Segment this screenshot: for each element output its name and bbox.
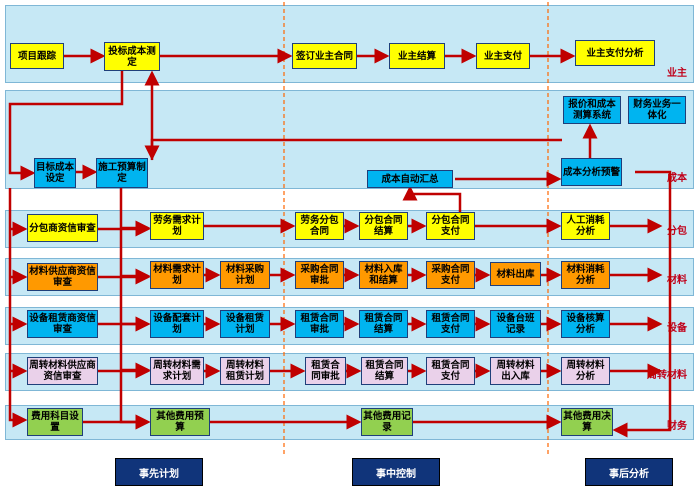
node-target-cost[interactable]: 目标成本设定 <box>34 158 76 188</box>
arrow-exec-to-summary <box>402 185 462 212</box>
node-construction-budget[interactable]: 施工预算制定 <box>96 158 148 188</box>
node-sub-settlement[interactable]: 分包合同结算 <box>359 212 408 240</box>
node-turn-demand[interactable]: 周转材料需求计划 <box>150 357 204 385</box>
node-mat-demand[interactable]: 材料需求计划 <box>150 261 204 289</box>
node-cost-warning[interactable]: 成本分析预警 <box>561 158 622 186</box>
lane-label-subcontract: 分包 <box>667 226 687 237</box>
node-turn-lease-payment[interactable]: 租赁合同支付 <box>426 357 475 385</box>
lane-label-equipment: 设备 <box>667 323 687 334</box>
node-mat-outbound[interactable]: 材料出库 <box>490 262 541 286</box>
node-eq-allocation[interactable]: 设备配套计划 <box>150 310 204 338</box>
node-eq-accounting[interactable]: 设备核算分析 <box>561 310 610 338</box>
node-auto-summary[interactable]: 成本自动汇总 <box>367 170 453 188</box>
node-eq-qualification[interactable]: 设备租赁商资信审查 <box>27 310 98 338</box>
node-exp-other-final[interactable]: 其他费用决算 <box>561 408 613 436</box>
node-sub-qualification[interactable]: 分包商资信审查 <box>27 214 98 242</box>
node-turn-outbound[interactable]: 周转材料出入库 <box>490 357 541 385</box>
node-owner-settlement[interactable]: 业主结算 <box>389 43 445 69</box>
node-owner-payment[interactable]: 业主支付 <box>476 43 530 69</box>
node-turn-lease-settlement[interactable]: 租赁合同结算 <box>361 357 408 385</box>
node-mat-consumption[interactable]: 材料消耗分析 <box>561 261 610 289</box>
node-eq-shift-record[interactable]: 设备台班记录 <box>490 310 541 338</box>
phase-pre-plan: 事先计划 <box>115 458 203 486</box>
node-owner-payment-analysis[interactable]: 业主支付分析 <box>575 40 655 66</box>
node-mat-inbound[interactable]: 材料入库和结算 <box>359 261 408 289</box>
lane-label-owner: 业主 <box>667 68 687 79</box>
lane-label-turnover: 周转材料 <box>647 370 687 381</box>
node-labor-contract[interactable]: 劳务分包合同 <box>295 212 344 240</box>
node-eq-lease-approval[interactable]: 租赁合同审批 <box>295 310 344 338</box>
node-exp-subject-setup[interactable]: 费用科目设置 <box>27 408 83 436</box>
node-project-tracking[interactable]: 项目跟踪 <box>10 43 64 69</box>
node-sign-contract[interactable]: 签订业主合同 <box>292 43 357 69</box>
node-labor-plan[interactable]: 劳务需求计划 <box>150 212 204 240</box>
lane-label-cost: 成本 <box>667 173 687 184</box>
phase-in-control: 事中控制 <box>352 458 440 486</box>
lane-label-material: 材料 <box>667 275 687 286</box>
node-turn-lease-approval[interactable]: 租赁合同审批 <box>305 357 346 385</box>
lane-label-expense: 财务 <box>667 421 687 432</box>
node-eq-lease-settlement[interactable]: 租赁合同结算 <box>359 310 408 338</box>
node-bid-cost[interactable]: 投标成本测定 <box>104 42 160 71</box>
node-eq-lease-payment[interactable]: 租赁合同支付 <box>426 310 475 338</box>
node-mat-qualification[interactable]: 材料供应商资信审查 <box>27 263 98 291</box>
node-labor-analysis[interactable]: 人工消耗分析 <box>561 212 610 240</box>
node-turn-qualification[interactable]: 周转材料供应商资信审查 <box>27 357 98 385</box>
node-turn-lease-plan[interactable]: 周转材料租赁计划 <box>220 357 270 385</box>
node-exp-other-record[interactable]: 其他费用记录 <box>361 408 413 436</box>
node-mat-purchase-plan[interactable]: 材料采购计划 <box>220 261 270 289</box>
node-sub-payment[interactable]: 分包合同支付 <box>426 212 475 240</box>
node-mat-purchase-approval[interactable]: 采购合同审批 <box>295 261 344 289</box>
node-finance-integration[interactable]: 财务业务一体化 <box>628 96 686 124</box>
node-mat-payment[interactable]: 采购合同支付 <box>426 261 475 289</box>
phase-post-analysis: 事后分析 <box>585 458 673 486</box>
node-exp-other-budget[interactable]: 其他费用预算 <box>150 408 210 436</box>
node-eq-lease-plan[interactable]: 设备租赁计划 <box>220 310 270 338</box>
node-turn-analysis[interactable]: 周转材料分析 <box>561 357 610 385</box>
node-quote-system[interactable]: 报价和成本测算系统 <box>563 96 621 124</box>
